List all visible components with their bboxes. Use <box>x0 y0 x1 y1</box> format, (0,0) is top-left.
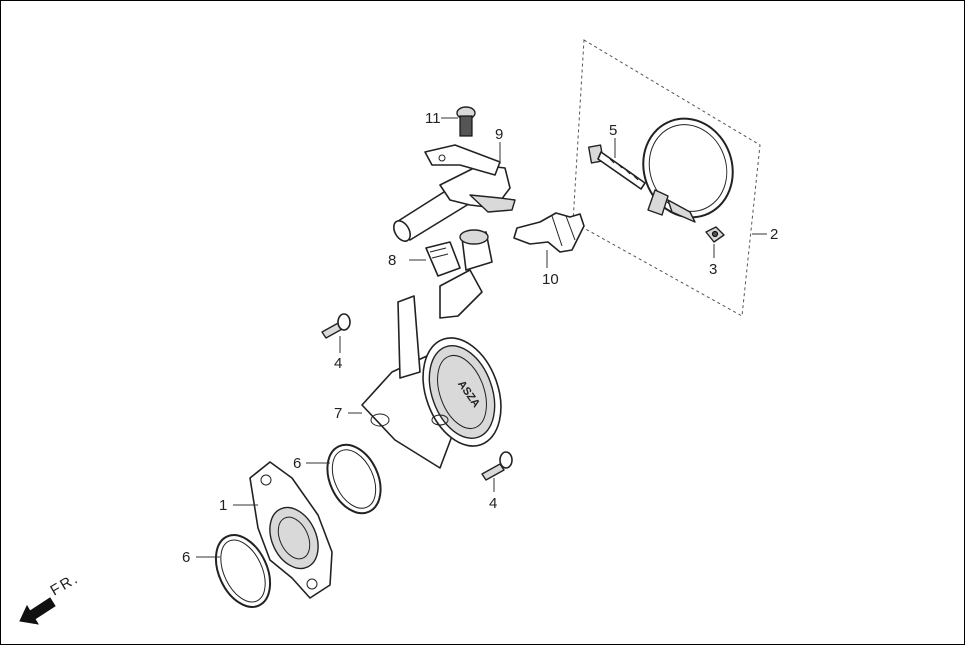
front-direction-indicator: FR. <box>19 570 83 625</box>
front-label: FR. <box>48 570 83 600</box>
callout-4-lower: 4 <box>489 495 497 512</box>
callout-3: 3 <box>709 261 717 278</box>
callout-10: 8 <box>388 252 396 269</box>
retaining-clip-part <box>513 212 585 253</box>
callout-1: 1 <box>219 497 227 514</box>
throttle-body-part: ASZA <box>361 295 502 469</box>
leader-lines <box>196 117 767 558</box>
bolt-lower-part <box>481 451 513 481</box>
bolt-upper-part <box>321 313 351 339</box>
callout-2: 2 <box>770 226 778 243</box>
callout-9: 10 <box>542 271 559 288</box>
callout-11: 11 <box>425 110 441 127</box>
intake-flange-part <box>249 461 333 599</box>
fuel-hose-part <box>393 144 516 242</box>
front-arrow-icon <box>19 597 56 625</box>
callout-6-lower: 6 <box>182 549 190 566</box>
callout-4-upper: 4 <box>334 355 342 372</box>
kit-boundary <box>572 39 761 317</box>
square-nut-part <box>705 226 725 243</box>
screw-part <box>456 106 476 137</box>
callout-7: 7 <box>334 405 342 422</box>
fuel-injector-part <box>425 229 493 319</box>
gasket-lower-part <box>214 534 272 608</box>
callout-8: 9 <box>495 126 503 143</box>
callout-5: 5 <box>609 122 617 139</box>
gasket-upper-part <box>326 443 382 515</box>
clamp-band-part <box>642 117 734 223</box>
clamp-bolt-part <box>588 144 646 190</box>
callout-6-upper: 6 <box>293 455 301 472</box>
